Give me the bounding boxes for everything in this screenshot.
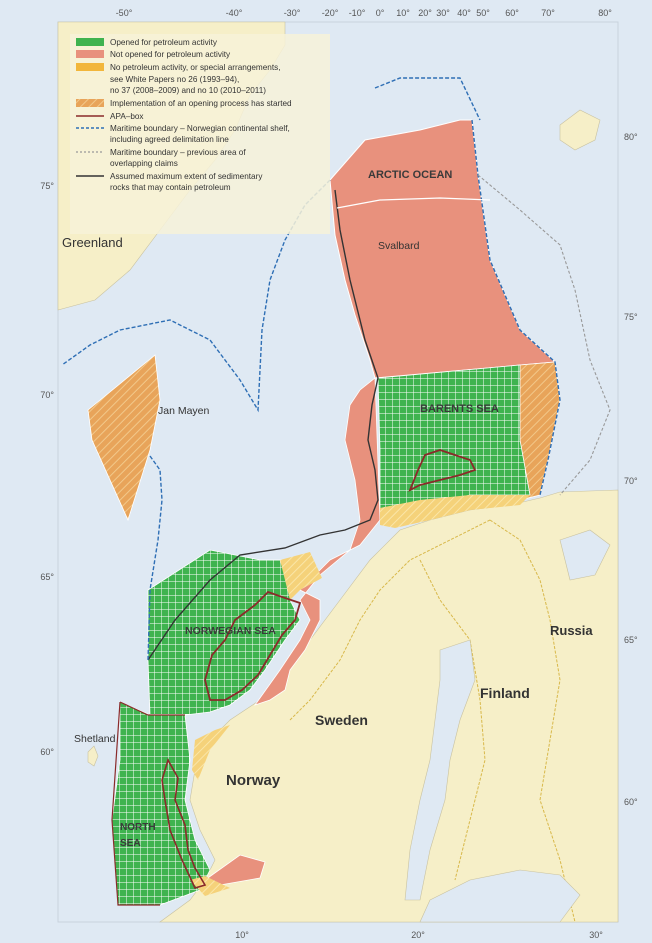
- label-north-sea-2: SEA: [120, 838, 141, 849]
- tick-right: 80°: [624, 132, 638, 142]
- apa-box-barents: [408, 449, 477, 492]
- special-north-sea-strip: [192, 725, 230, 780]
- maritime-boundary-east: [471, 119, 561, 496]
- tick-top: -10°: [349, 8, 366, 18]
- tick-bottom: 10°: [235, 930, 249, 940]
- tick-right: 75°: [624, 312, 638, 322]
- tick-top: 40°: [457, 8, 471, 18]
- franz-josef-land: [559, 109, 601, 151]
- legend-swatch: [76, 63, 104, 71]
- label-norwegian-sea: NORWEGIAN SEA: [185, 625, 276, 637]
- tick-top: -50°: [116, 8, 133, 18]
- legend-item-label: APA–box: [110, 112, 144, 121]
- maritime-boundary-nocs: [61, 77, 481, 661]
- legend-item-label: Not opened for petroleum activity: [110, 50, 231, 59]
- sediment-extent-line: [147, 189, 379, 661]
- label-north-sea-1: NORTH: [120, 822, 156, 833]
- opening-jan-mayen-area: [87, 354, 161, 522]
- top-tick-labels: -50° -40° -30° -20° -10° 0° 10° 20° 30° 40° 50° 60°…: [116, 8, 613, 18]
- gulf-of-bothnia: [404, 639, 476, 901]
- right-tick-labels: 80° 75° 70° 65° 60°: [624, 132, 638, 807]
- left-tick-labels: 75° 70° 65° 60°: [40, 181, 54, 757]
- shetland-land: [87, 745, 99, 767]
- legend-item-label: Opened for petroleum activity: [110, 38, 218, 47]
- legend-item-label: see White Papers no 26 (1993–94),: [110, 75, 239, 84]
- north-sea-boundary: [111, 701, 185, 906]
- label-sweden: Sweden: [315, 712, 368, 728]
- tick-top: -20°: [322, 8, 339, 18]
- tick-right: 70°: [624, 476, 638, 486]
- legend-swatch: [76, 38, 104, 46]
- label-svalbard: Svalbard: [378, 240, 420, 252]
- label-greenland: Greenland: [62, 235, 123, 250]
- legend-item-label: Assumed maximum extent of sedimentary: [110, 172, 263, 181]
- tick-left: 75°: [40, 181, 54, 191]
- label-shetland: Shetland: [74, 733, 116, 745]
- tick-left: 70°: [40, 390, 54, 400]
- legend-item-label: No petroleum activity, or special arrang…: [110, 63, 281, 72]
- legend-item-label: including agreed delimitation line: [110, 135, 229, 144]
- tick-top: -30°: [284, 8, 301, 18]
- legend-box: [70, 34, 330, 234]
- tick-right: 60°: [624, 797, 638, 807]
- special-norwegian-strip: [280, 552, 322, 600]
- label-arctic-ocean: ARCTIC OCEAN: [368, 169, 452, 181]
- tick-bottom: 20°: [411, 930, 425, 940]
- legend-item-label: Maritime boundary – Norwegian continenta…: [110, 124, 290, 133]
- maritime-boundary-previous: [477, 174, 611, 496]
- baltic-sea: [419, 869, 581, 923]
- bottom-tick-labels: 10° 20° 30°: [235, 930, 603, 940]
- tick-top: 10°: [396, 8, 410, 18]
- apa-box-north-sea: [161, 757, 207, 889]
- apa-box-norwegian: [204, 590, 302, 701]
- label-barents-sea: BARENTS SEA: [420, 403, 499, 415]
- legend-item-label: no 37 (2008–2009) and no 10 (2010–2011): [110, 86, 266, 95]
- legend-item-label: Implementation of an opening process has…: [110, 99, 292, 108]
- white-sea: [559, 529, 611, 581]
- legend-item-label: rocks that may contain petroleum: [110, 183, 231, 192]
- tick-top: -40°: [226, 8, 243, 18]
- tick-top: 60°: [505, 8, 519, 18]
- tick-top: 20°: [418, 8, 432, 18]
- tick-top: 80°: [598, 8, 612, 18]
- legend-item-label: overlapping claims: [110, 159, 178, 168]
- tick-bottom: 30°: [589, 930, 603, 940]
- tick-top: 0°: [376, 8, 385, 18]
- label-russia: Russia: [550, 623, 593, 638]
- legend-item-label: Maritime boundary – previous area of: [110, 148, 246, 157]
- legend-swatch: [76, 99, 104, 107]
- label-jan-mayen: Jan Mayen: [158, 405, 210, 417]
- tick-left: 65°: [40, 572, 54, 582]
- tick-left: 60°: [40, 747, 54, 757]
- legend-swatch: [76, 50, 104, 58]
- tick-top: 70°: [541, 8, 555, 18]
- special-skagerrak-strip: [190, 876, 230, 896]
- tick-top: 30°: [436, 8, 450, 18]
- tick-right: 65°: [624, 635, 638, 645]
- label-finland: Finland: [480, 685, 530, 701]
- tick-top: 50°: [476, 8, 490, 18]
- label-norway: Norway: [226, 772, 281, 789]
- arctic-white-line: [336, 197, 491, 209]
- special-barents-strip: [380, 495, 530, 528]
- country-borders: [289, 519, 576, 923]
